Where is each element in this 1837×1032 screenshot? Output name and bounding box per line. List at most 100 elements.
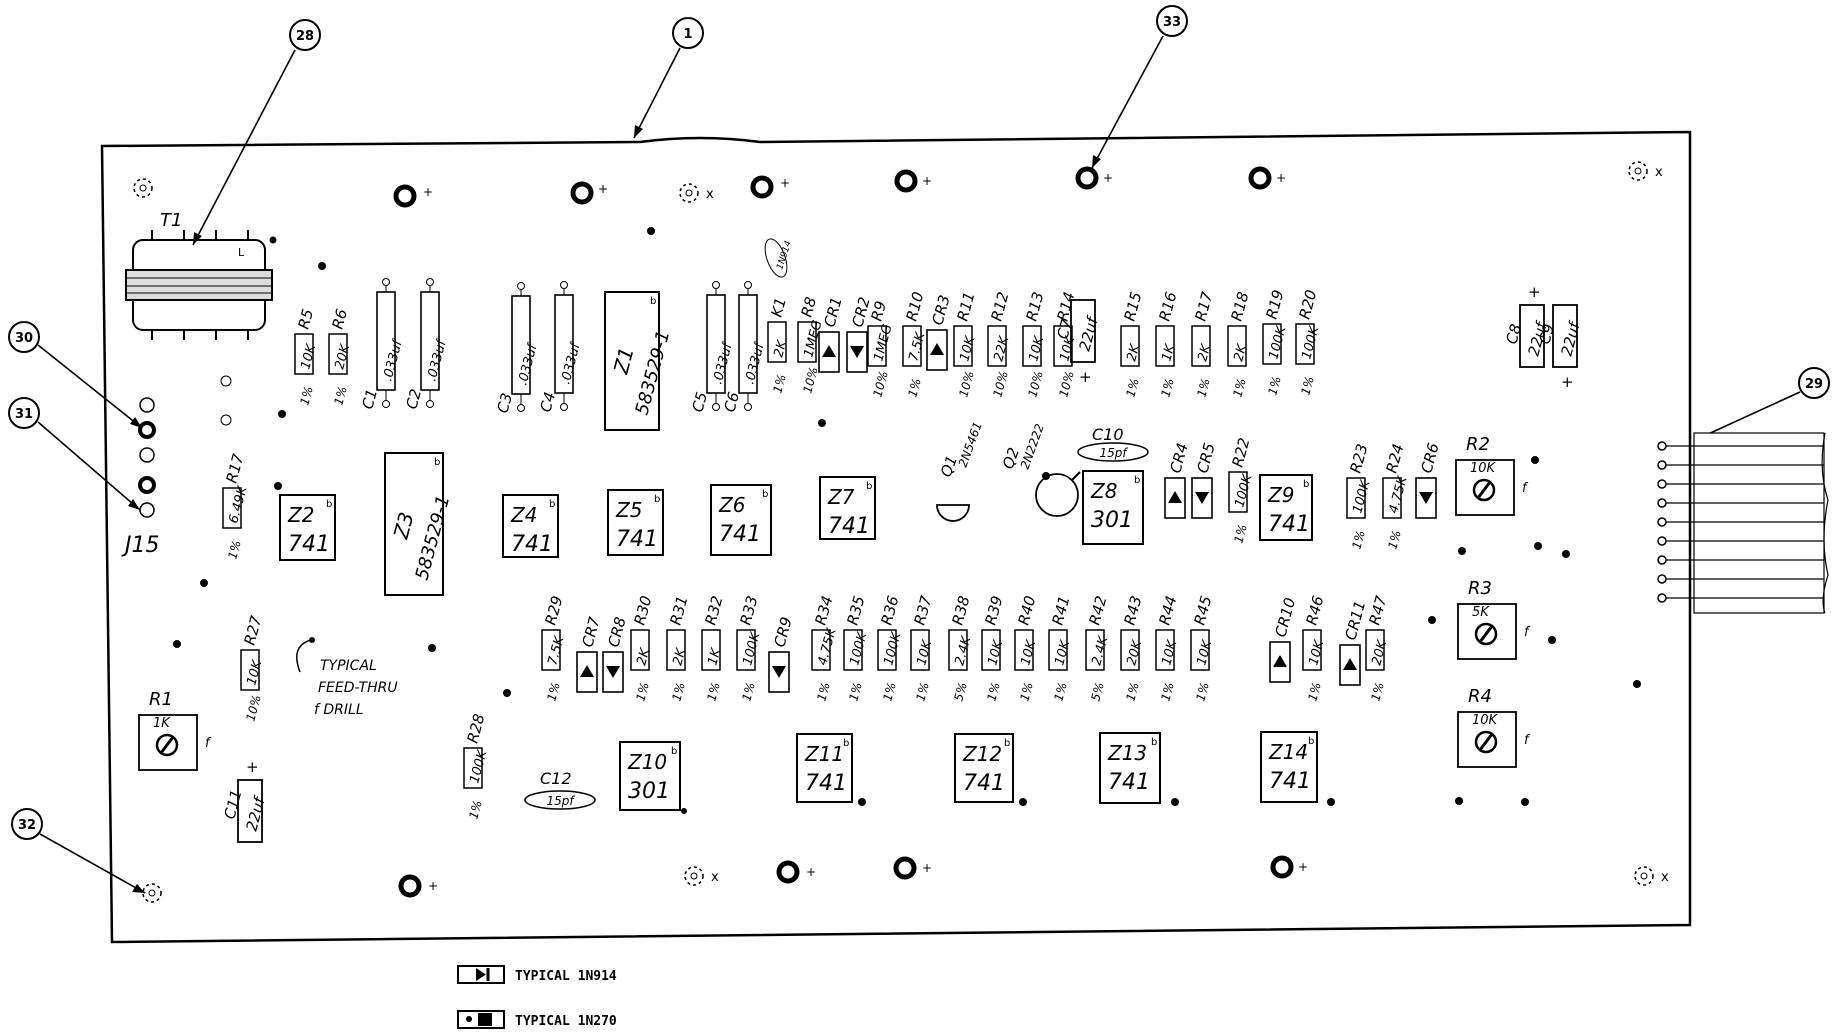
diode-body — [1164, 477, 1186, 519]
ic-ref: Z5 — [615, 498, 642, 522]
svg-text:+: + — [1298, 860, 1308, 874]
capacitor-pad — [426, 400, 434, 408]
electrolytic-ref: C11 — [220, 788, 245, 821]
diode-ref: CR3 — [928, 293, 953, 327]
resistor-value: 100K — [740, 630, 763, 668]
pot-wiper — [1474, 730, 1498, 754]
diode-ref: CR7 — [578, 615, 603, 650]
callout-31-label: 31 — [15, 407, 33, 422]
resistor-row-top: 10KR51%20KR61%1MEGR810%1MEGR910%7.5KR101… — [294, 288, 1323, 407]
callout-32-label: 32 — [18, 818, 36, 833]
pin1-mark: b — [1151, 737, 1157, 748]
pot-value: 10K — [1470, 461, 1497, 476]
resistor-tolerance: 1% — [905, 377, 923, 399]
pin1-mark: b — [1134, 475, 1140, 486]
diode-body — [1339, 644, 1361, 686]
ic-ref: Z14 — [1268, 740, 1308, 764]
callout-29: 29 — [1705, 367, 1830, 436]
ic-ref: Z10 — [627, 750, 667, 774]
capacitor-body — [376, 291, 396, 391]
resistor-body — [666, 629, 686, 671]
ribbon-pad — [1657, 460, 1667, 470]
connector-label: J15 — [121, 533, 159, 558]
legend-1n270-text: TYPICAL 1N270 — [515, 1014, 617, 1029]
ribbon-conductors — [1657, 441, 1824, 603]
diode-body — [1191, 477, 1213, 519]
diode-arrow — [772, 666, 786, 678]
capacitor-ref: C6 — [720, 390, 743, 414]
capacitor-pad — [560, 281, 568, 289]
feedthru-note-line2: FEED-THRU — [318, 680, 398, 696]
resistor-body — [867, 325, 887, 367]
svg-text:x: x — [1661, 870, 1669, 885]
transformer-label: T1 — [160, 210, 182, 231]
electrolytic-ref: C7 — [1053, 317, 1076, 341]
ribbon-pad — [1657, 498, 1667, 508]
resistor-body — [948, 629, 968, 671]
resistor-tolerance: 1% — [1194, 377, 1212, 399]
legend: TYPICAL 1N914 TYPICAL 1N270 — [457, 965, 617, 1029]
svg-text:x: x — [706, 187, 714, 202]
resistor-tolerance: 1% — [1051, 681, 1069, 703]
resistor-value: 100K — [1232, 472, 1255, 510]
pot-flat-mark: f — [1522, 481, 1529, 496]
resistor-value: 2K — [1231, 342, 1250, 364]
resistor-ref: K1 — [767, 296, 789, 319]
ribbon-pad — [1657, 593, 1667, 603]
capacitor-body — [738, 294, 758, 394]
resistor-ref: R13 — [1022, 290, 1047, 323]
resistor-body — [767, 321, 787, 363]
ic-ref: Z9 — [1267, 483, 1294, 507]
resistor-ref: R43 — [1120, 594, 1145, 627]
resistor-value: 100K — [1266, 324, 1289, 362]
resistor-tolerance: 1% — [913, 681, 931, 703]
ic-part: 301 — [1091, 508, 1133, 533]
resistor-ref: R28 — [463, 712, 488, 745]
electrolytic-body — [1552, 304, 1578, 368]
resistor-value: 2K — [1124, 342, 1143, 364]
resistor-body — [811, 629, 831, 671]
svg-text:+: + — [1103, 171, 1113, 185]
resistor-ref: R19 — [1262, 288, 1287, 321]
electrolytic-value: 22uf — [1075, 313, 1102, 353]
diode-ref: CR10 — [1271, 596, 1299, 639]
ic-part: 583529-1 — [632, 328, 675, 417]
resistor-ref: R31 — [666, 594, 691, 627]
callout-28: 28 — [192, 19, 321, 246]
disc-cap-c12: C12 15pf — [524, 769, 596, 810]
pot-slot — [1478, 625, 1494, 643]
resistor-tolerance: 1% — [704, 681, 722, 703]
ic-body — [619, 741, 681, 811]
q1-part: 2N5461 — [956, 420, 985, 469]
diode-cr6: CR6 — [1415, 441, 1443, 519]
pot-wiper — [155, 733, 179, 757]
pot-body — [1457, 603, 1517, 660]
transistor-q1: Q1 2N5461 — [936, 420, 985, 522]
feedthru-note: TYPICAL FEED-THRU f DRILL — [296, 637, 398, 718]
resistor-body — [630, 629, 650, 671]
resistor-tolerance: 1% — [669, 681, 687, 703]
callout-28-label: 28 — [296, 29, 314, 44]
pot-value: 1K — [153, 716, 171, 731]
electrolytic-body — [1070, 299, 1096, 363]
resistor-body — [1053, 325, 1073, 367]
diode-body — [602, 651, 624, 693]
pot-flat-mark: f — [205, 736, 212, 751]
ic-part: 741 — [828, 514, 870, 539]
resistor-value: 20K — [332, 342, 353, 372]
ic-body — [954, 733, 1014, 803]
resistor-ref: R9 — [867, 299, 890, 323]
pot-wiper — [1472, 478, 1496, 502]
resistor-body — [1191, 325, 1211, 367]
diode-ref: CR4 — [1166, 441, 1191, 475]
resistor-ref: R39 — [981, 594, 1006, 627]
resistor-body — [843, 629, 863, 671]
resistor-body — [294, 333, 314, 375]
pot-value: 10K — [1472, 713, 1499, 728]
